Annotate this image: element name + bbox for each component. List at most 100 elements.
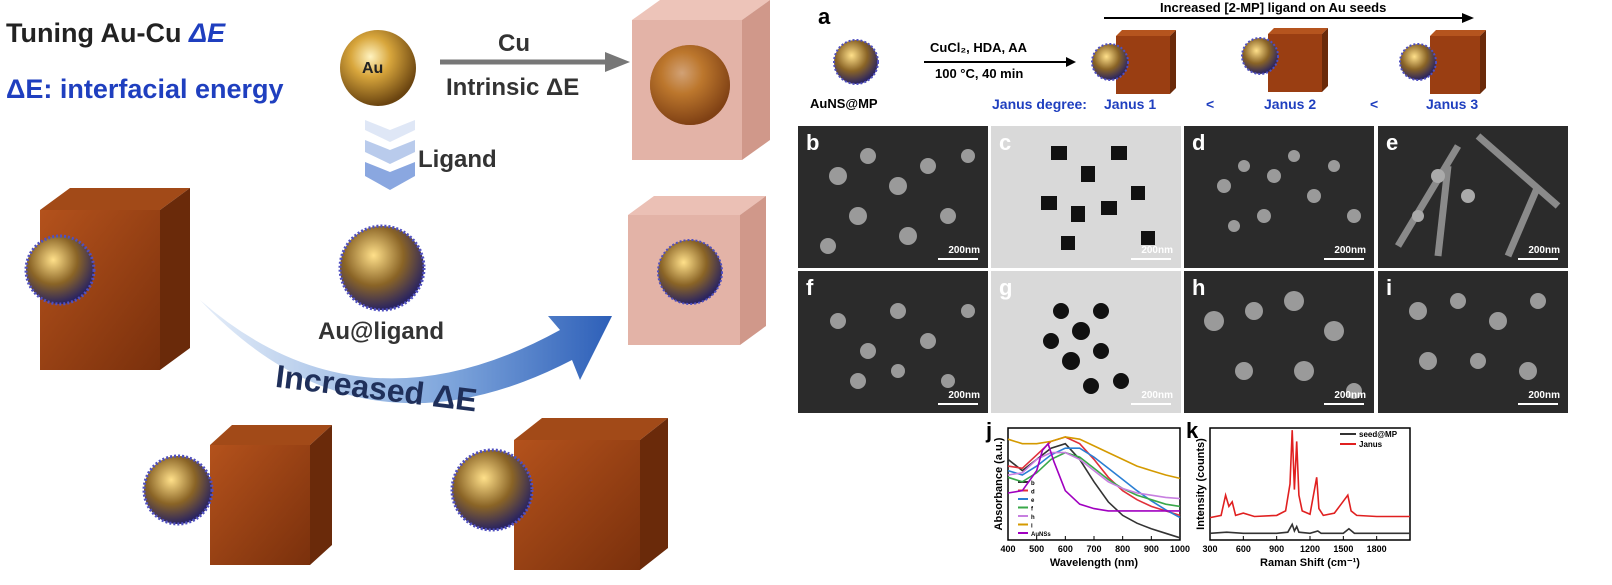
janus-cube-bottom-right xyxy=(450,418,668,570)
particles xyxy=(1394,133,1561,258)
micrograph-d-label: d xyxy=(1192,130,1206,155)
scale-label: 200nm xyxy=(1141,245,1173,256)
legend-entry: d xyxy=(1031,490,1035,496)
micrograph-h: h 200nm xyxy=(1184,271,1374,413)
scale-bar xyxy=(1131,258,1171,260)
sphere-label: Au xyxy=(362,60,384,77)
janus-1-label: Janus 1 xyxy=(1104,96,1157,112)
particles xyxy=(1217,150,1361,232)
au-ligand-sphere xyxy=(338,224,426,312)
x-tick-label: 400 xyxy=(1000,544,1015,554)
scale-bar xyxy=(1518,403,1558,405)
legend-entry: Janus xyxy=(1359,440,1383,449)
series-line-e xyxy=(1007,447,1181,519)
legend-entry: i xyxy=(1031,524,1033,530)
x-tick-label: 1800 xyxy=(1367,544,1387,554)
micrograph-e-label: e xyxy=(1386,130,1399,155)
scale-label: 200nm xyxy=(1528,245,1560,256)
particles xyxy=(1204,291,1362,399)
particles xyxy=(830,303,975,389)
micrograph-b-label: b xyxy=(806,130,820,155)
top-arrow-label: Increased [2-MP] ligand on Au seeds xyxy=(1160,0,1387,15)
scale-label: 200nm xyxy=(1334,390,1366,401)
increased-de-arrow xyxy=(200,300,612,404)
series-line-h xyxy=(1007,451,1181,500)
conditions-line1: CuCl₂, HDA, AA xyxy=(930,40,1028,55)
micrograph-i: i 200nm xyxy=(1378,271,1568,413)
micrograph-c: c 200nm xyxy=(991,126,1181,268)
arrow-top-label: Cu xyxy=(498,30,530,57)
legend-entry: AuNSs xyxy=(1031,532,1051,538)
scale-label: 200nm xyxy=(948,245,980,256)
micrograph-f: f 200nm xyxy=(798,271,988,413)
panel-a-label: a xyxy=(818,4,831,29)
x-tick-label: 900 xyxy=(1144,544,1159,554)
micrograph-b: b 200nm xyxy=(798,126,988,268)
less-than-2: < xyxy=(1370,96,1379,112)
janus-degree-label: Janus degree: xyxy=(992,96,1087,112)
panel-k-label: k xyxy=(1186,418,1199,443)
scale-label: 200nm xyxy=(948,390,980,401)
x-tick-label: 900 xyxy=(1269,544,1284,554)
micrograph-i-label: i xyxy=(1386,275,1393,300)
particles xyxy=(1041,146,1155,250)
particles xyxy=(1043,303,1129,394)
legend-entry: b xyxy=(1031,481,1035,487)
scale-bar xyxy=(1131,403,1171,405)
particles xyxy=(820,148,975,254)
legend-entry: h xyxy=(1031,515,1035,521)
x-tick-label: 1000 xyxy=(1170,544,1190,554)
series-line-d xyxy=(1007,436,1181,517)
au-ligand-label: Au@ligand xyxy=(318,318,445,345)
x-tick-label: 500 xyxy=(1029,544,1044,554)
x-tick-label: 600 xyxy=(1236,544,1251,554)
transparent-cube-mid xyxy=(628,196,766,345)
ligand-label: Ligand xyxy=(418,146,497,173)
janus-3-label: Janus 3 xyxy=(1426,96,1479,112)
janus-cube-left xyxy=(24,188,190,370)
x-tick-label: 1500 xyxy=(1333,544,1353,554)
micrograph-g-label: g xyxy=(999,275,1013,300)
micrograph-c-label: c xyxy=(999,130,1012,155)
janus-2-label: Janus 2 xyxy=(1264,96,1317,112)
micrograph-h-label: h xyxy=(1192,275,1206,300)
scale-label: 200nm xyxy=(1334,245,1366,256)
transparent-cube-top xyxy=(632,0,770,160)
schematic-title-line2: ΔE: interfacial energy xyxy=(6,74,284,104)
schematic-title-line1: Tuning Au-Cu ΔE xyxy=(6,18,226,48)
x-axis-label: Raman Shift (cm⁻¹) xyxy=(1260,557,1360,569)
particles xyxy=(1409,293,1546,380)
scale-label: 200nm xyxy=(1528,390,1560,401)
panel-a-scheme xyxy=(833,13,1486,94)
series-line-AuNSs xyxy=(1007,442,1180,512)
conditions-line2: 100 °C, 40 min xyxy=(935,66,1024,81)
gold-sphere xyxy=(340,30,416,106)
y-axis-label: Absorbance (a.u.) xyxy=(993,437,1005,530)
scale-label: 200nm xyxy=(1141,390,1173,401)
micrograph-f-label: f xyxy=(806,275,814,300)
arrow-bottom-label: Intrinsic ΔE xyxy=(446,74,580,101)
scale-bar xyxy=(1518,258,1558,260)
ligand-chevrons xyxy=(365,120,415,190)
legend-entry: e xyxy=(1031,498,1035,504)
y-axis-label: Intensity (counts) xyxy=(1195,438,1207,530)
less-than-1: < xyxy=(1206,96,1215,112)
schematic-diagram xyxy=(24,0,770,570)
x-tick-label: 600 xyxy=(1058,544,1073,554)
micrograph-d: d 200nm xyxy=(1184,126,1374,268)
scale-bar xyxy=(938,258,978,260)
seed-label: AuNS@MP xyxy=(810,96,878,111)
micrograph-e: e 200nm xyxy=(1378,126,1568,268)
legend-entry: f xyxy=(1031,507,1034,513)
x-tick-label: 300 xyxy=(1202,544,1217,554)
x-tick-label: 700 xyxy=(1086,544,1101,554)
micrograph-g: g 200nm xyxy=(991,271,1181,413)
x-tick-label: 1200 xyxy=(1300,544,1320,554)
series-line-Janus xyxy=(1209,430,1410,519)
panel-j-label: j xyxy=(986,418,993,443)
scale-bar xyxy=(938,403,978,405)
x-tick-label: 800 xyxy=(1115,544,1130,554)
series-line-i xyxy=(1007,436,1181,480)
legend-entry: seed@MP xyxy=(1359,430,1398,439)
